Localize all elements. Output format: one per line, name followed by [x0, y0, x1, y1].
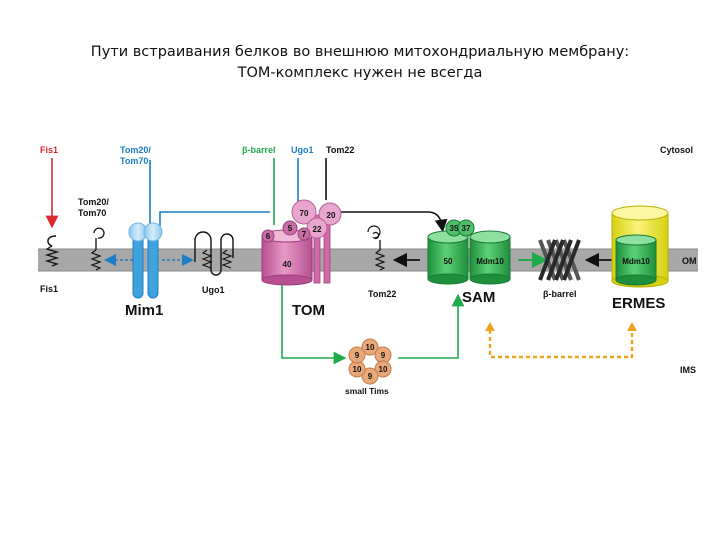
- sam50-label: 50: [444, 257, 453, 266]
- tom7-label: 7: [302, 230, 307, 239]
- fis1-bottom-label: Fis1: [40, 284, 58, 294]
- ugo1-bottom-label: Ugo1: [202, 285, 225, 295]
- sam-label: SAM: [462, 289, 495, 306]
- sam37-label: 37: [462, 224, 471, 233]
- mim1-complex: [128, 222, 163, 299]
- small-tims-label: small Tims: [345, 386, 389, 396]
- tom-label: TOM: [292, 302, 325, 319]
- beta-barrel-bottom-label: β-barrel: [543, 289, 577, 299]
- tom20-70-top-label-b: Tom70: [120, 156, 148, 166]
- tim-10a: 10: [366, 343, 375, 352]
- mim1-label: Mim1: [125, 302, 163, 319]
- sam-complex: 50 Mdm10 35 37: [427, 219, 511, 285]
- om-label: OM: [682, 256, 697, 266]
- ermes-label: ERMES: [612, 295, 665, 312]
- title-line-2: ТОМ-комплекс нужен не всегда: [237, 65, 483, 81]
- cytosol-label: Cytosol: [660, 145, 693, 155]
- tom20-70-mid-label-b: Tom70: [78, 208, 106, 218]
- ugo1-protein: [194, 231, 234, 276]
- ermes-complex: Mdm10: [611, 205, 669, 288]
- tom20-label: 20: [327, 211, 336, 220]
- ims-label: IMS: [680, 365, 696, 375]
- tom20-70-top-label-a: Tom20/: [120, 145, 151, 155]
- tim-10b: 10: [379, 365, 388, 374]
- tim-9a: 9: [355, 351, 360, 360]
- beta-barrel-top-label: β-barrel: [242, 145, 276, 155]
- tom5-label: 5: [288, 224, 293, 233]
- ugo1-top-label: Ugo1: [291, 145, 314, 155]
- tom40-label: 40: [283, 260, 292, 269]
- sam35-label: 35: [450, 224, 459, 233]
- tom22-protein: [367, 225, 386, 271]
- fis1-top-label: Fis1: [40, 145, 58, 155]
- tim-10c: 10: [353, 365, 362, 374]
- tim-9c: 9: [368, 372, 373, 381]
- title-line-1: Пути встраивания белков во внешнюю митох…: [90, 44, 630, 60]
- beta-barrel-protein: [538, 239, 581, 281]
- tom6-label: 6: [266, 232, 271, 241]
- tom20-70-mid-label-a: Tom20/: [78, 197, 109, 207]
- slide-title: Пути встраивания белков во внешнюю митох…: [0, 42, 720, 84]
- tail-anchored-protein: [90, 227, 105, 271]
- ermes-mdm10-label: Mdm10: [622, 257, 650, 266]
- tom22-bottom-label: Tom22: [368, 289, 396, 299]
- small-tims-complex: 10 9 10 9 10 9: [348, 338, 392, 385]
- fis1-pathway: [44, 158, 60, 267]
- tom22-top-label: Tom22: [326, 145, 354, 155]
- tom70-label: 70: [300, 209, 309, 218]
- tom22-subunit-label: 22: [313, 225, 322, 234]
- sam-mdm10-label: Mdm10: [476, 257, 504, 266]
- tom-complex: 40 70 20 22 6 5 7: [261, 199, 342, 286]
- tim-9b: 9: [381, 351, 386, 360]
